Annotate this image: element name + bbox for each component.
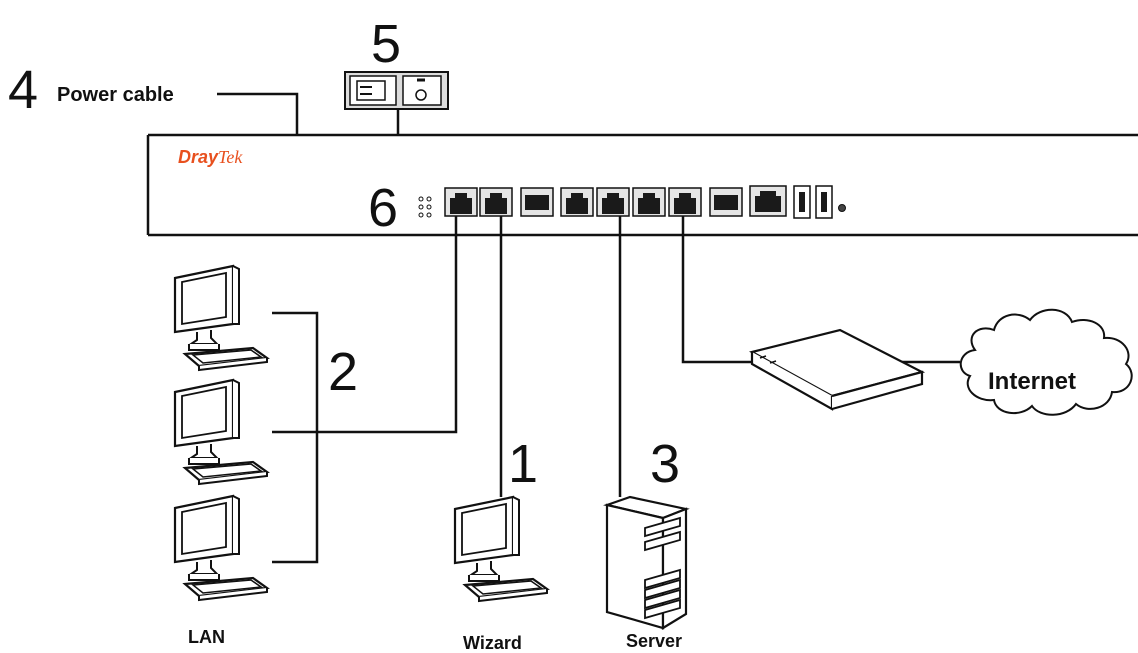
monitor-icon: [173, 378, 269, 486]
rj45-port-icon: [560, 187, 594, 217]
sfp-port-icon: [709, 187, 743, 217]
rj45-port-icon: [479, 187, 513, 217]
reset-button-icon: [838, 204, 846, 212]
brand-part1: Dray: [178, 147, 219, 167]
cloud-icon: [959, 308, 1133, 416]
monitor-icon: [453, 495, 549, 603]
monitor-icon: [173, 494, 269, 602]
step-number-4: 4: [8, 60, 38, 120]
usb-port-icon: [815, 185, 833, 219]
brand-logo: DrayTek: [178, 147, 243, 167]
step-number-5: 5: [371, 14, 401, 74]
led-indicators: [418, 196, 432, 218]
wizard-label: Wizard: [463, 633, 522, 653]
step-number-6: 6: [368, 178, 398, 238]
rj45-port-icon: [632, 187, 666, 217]
lan-bracket: [272, 311, 319, 564]
rj45-port-icon: [444, 187, 478, 217]
step-number-3: 3: [650, 434, 680, 494]
internet-label: Internet: [988, 368, 1076, 395]
step-number-2: 2: [328, 342, 358, 402]
brand-part2: Tek: [218, 147, 243, 167]
lan-cable: [272, 216, 458, 434]
server-label: Server: [626, 631, 682, 651]
power-socket-icon: [344, 71, 449, 110]
sfp-port-icon: [520, 187, 554, 217]
server-tower-icon: [603, 495, 690, 630]
console-port-icon: [749, 185, 787, 217]
usb-port-icon: [793, 185, 811, 219]
rj45-port-icon: [668, 187, 702, 217]
step-number-1: 1: [508, 434, 538, 494]
wan-cable: [681, 216, 752, 364]
monitor-icon: [173, 264, 269, 372]
power-cable-label: Power cable: [57, 84, 174, 106]
router-icon: [146, 133, 1138, 237]
port-group: [444, 185, 846, 219]
lan-label: LAN: [188, 627, 225, 647]
rj45-port-icon: [596, 187, 630, 217]
modem-icon: [749, 328, 926, 411]
